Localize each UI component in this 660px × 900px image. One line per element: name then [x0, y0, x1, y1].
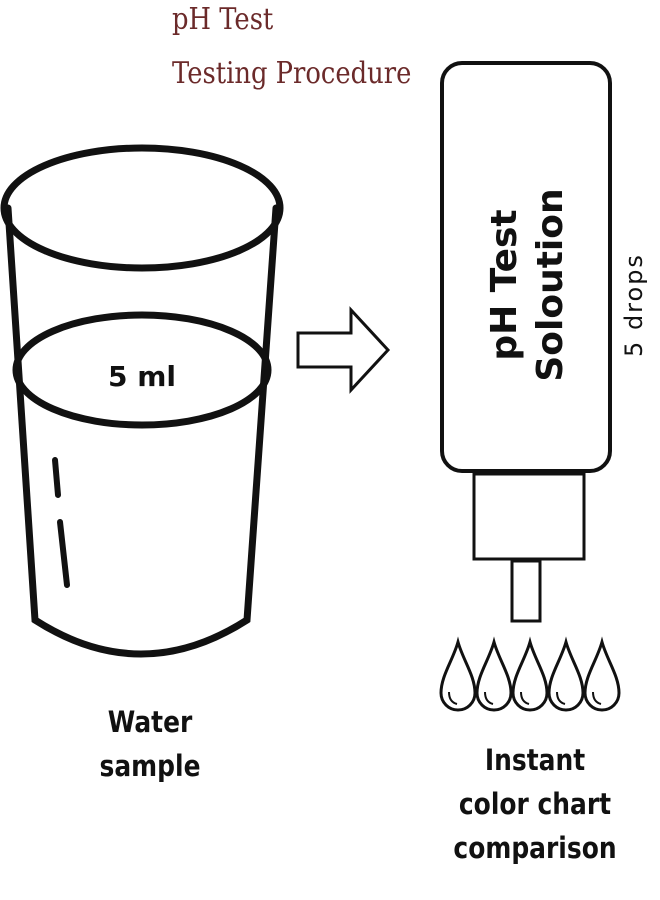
volume-label: 5 ml	[108, 360, 176, 393]
glass-rim	[0, 144, 284, 272]
drop-icon	[439, 636, 477, 712]
glass-icon	[0, 144, 284, 658]
result-caption-line1: Instant	[484, 743, 586, 777]
bottle-nozzle	[510, 559, 542, 623]
drop-icon	[475, 636, 513, 712]
result-caption-line2: color chart	[458, 787, 612, 821]
water-surface	[12, 311, 272, 429]
title-line-2: Testing Procedure	[172, 56, 412, 91]
result-caption-line3: comparison	[453, 831, 617, 865]
bottle-label-line1: pH Test	[484, 209, 525, 360]
drops-group	[439, 636, 621, 712]
dropper-bottle-icon	[440, 61, 612, 623]
bottle-label-line2: Soloution	[530, 188, 571, 381]
glass-outline	[4, 204, 280, 658]
glass-highlight-top	[52, 457, 61, 498]
drops-label: 5 drops	[620, 253, 648, 357]
bottle-cap	[472, 472, 586, 561]
glass-highlight-bottom	[57, 519, 70, 588]
result-caption: Instant color chart comparison	[436, 738, 634, 870]
water-caption-line2: sample	[99, 749, 201, 783]
water-caption-line1: Water	[107, 705, 193, 739]
bottle-body	[440, 61, 612, 473]
drop-icon	[583, 636, 621, 712]
arrow-right-icon	[296, 306, 391, 394]
drop-icon	[511, 636, 549, 712]
water-sample-caption: Water sample	[81, 700, 219, 788]
drop-icon	[547, 636, 585, 712]
title-line-1: pH Test	[172, 2, 274, 37]
